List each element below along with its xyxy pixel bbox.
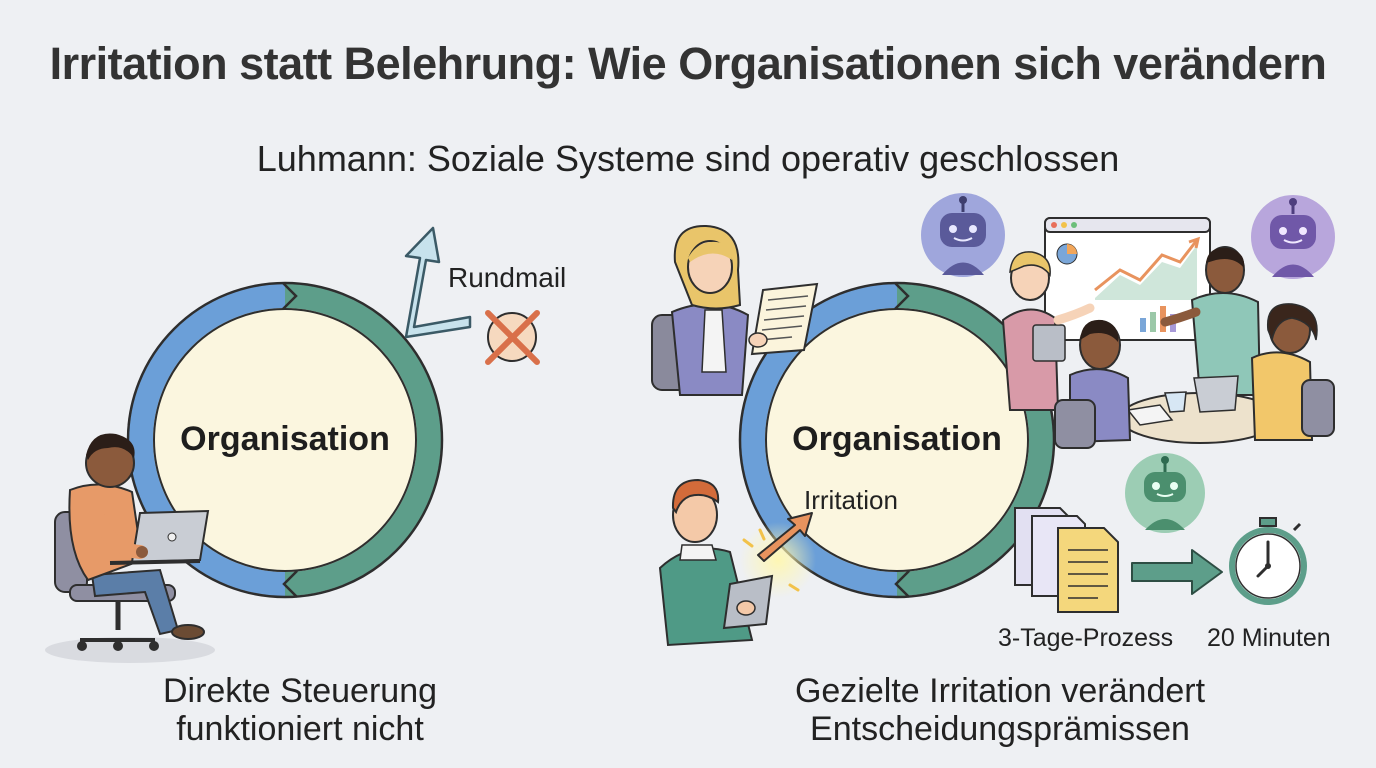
man-with-tablet-illustration	[658, 478, 774, 647]
team-meeting-illustration	[1001, 217, 1335, 449]
rundmail-deflected-arrow	[404, 226, 472, 339]
woman-with-document-illustration	[651, 224, 819, 396]
page-title: Irritation statt Belehrung: Wie Organisa…	[49, 38, 1327, 89]
robot-icon-purple-right	[1251, 195, 1335, 279]
robot-icon-teal	[1125, 453, 1205, 533]
irritation-label: Irritation	[804, 485, 898, 515]
transition-arrow	[1131, 549, 1223, 595]
stopwatch-icon	[1229, 517, 1307, 605]
left-circle-label: Organisation	[180, 420, 390, 458]
left-organisation-cycle	[126, 281, 444, 599]
right-organisation-cycle	[738, 281, 1056, 599]
documents-stack-icon	[1014, 507, 1119, 613]
left-caption-line1: Direkte Steuerung	[162, 672, 438, 710]
right-caption-line2: Entscheidungsprämissen	[810, 710, 1190, 748]
right-caption: Gezielte Irritation verändert Entscheidu…	[740, 672, 1260, 748]
right-circle-label: Organisation	[792, 420, 1002, 458]
left-caption-line2: funktioniert nicht	[176, 710, 424, 748]
robot-icon-purple-left	[921, 193, 1005, 277]
process-before-label: 3-Tage-Prozess	[998, 624, 1174, 652]
person-at-laptop-illustration	[45, 433, 215, 663]
page-subtitle: Luhmann: Soziale Systeme sind operativ g…	[256, 138, 1120, 179]
left-caption: Direkte Steuerung funktioniert nicht	[100, 672, 500, 748]
process-after-label: 20 Minuten	[1207, 624, 1331, 652]
right-caption-line1: Gezielte Irritation verändert	[794, 672, 1206, 710]
rejected-x-icon	[485, 310, 540, 365]
rundmail-label: Rundmail	[448, 262, 567, 293]
